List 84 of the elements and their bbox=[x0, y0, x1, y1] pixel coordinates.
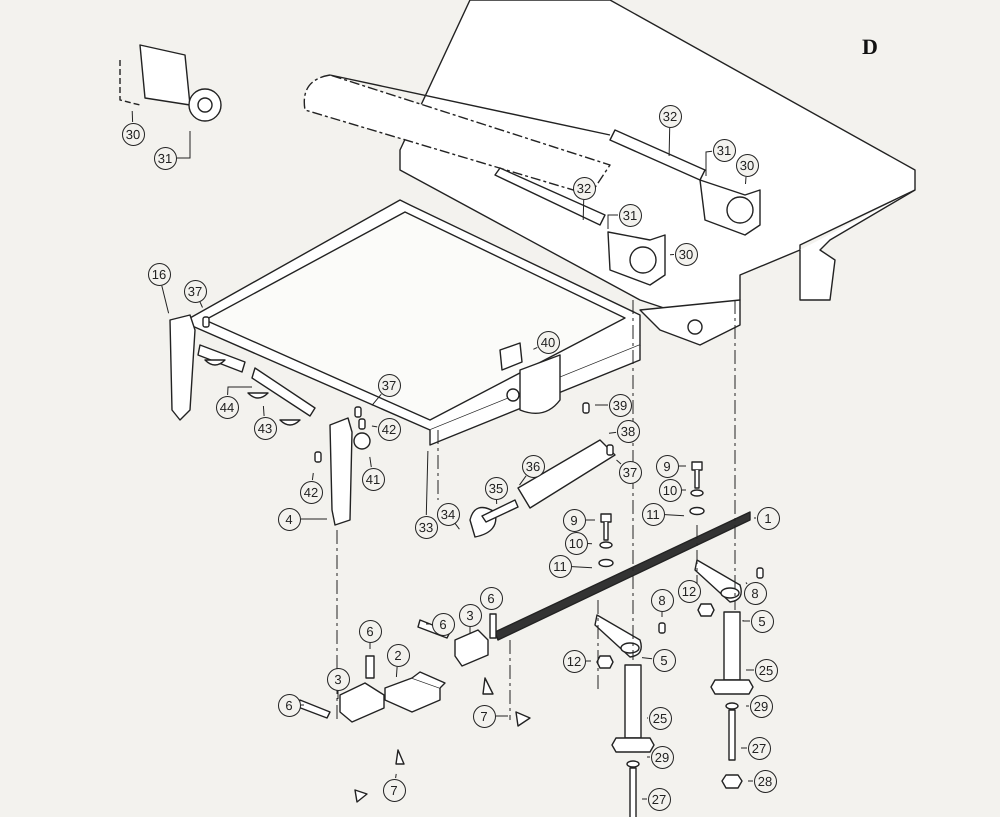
callout-number: 37 bbox=[618, 460, 642, 484]
callout-number: 11 bbox=[548, 554, 572, 578]
callout-number: 12 bbox=[562, 650, 586, 672]
callout-number: 27 bbox=[748, 736, 770, 760]
callout-number: 11 bbox=[642, 502, 664, 526]
leader-line bbox=[608, 432, 617, 434]
callout-number: 6 bbox=[432, 612, 454, 636]
leader-line bbox=[642, 657, 653, 660]
callout-number: 35 bbox=[484, 476, 508, 500]
callout-number: 16 bbox=[148, 262, 170, 286]
callout-number: 37 bbox=[184, 280, 206, 302]
callout-number: 43 bbox=[254, 416, 276, 440]
leader-line bbox=[454, 523, 460, 530]
callout-number: 1 bbox=[756, 506, 780, 530]
leader-line bbox=[646, 756, 650, 758]
callout-number: 36 bbox=[522, 454, 544, 478]
leader-line bbox=[395, 773, 397, 779]
callout-number: 8 bbox=[650, 588, 674, 612]
callout-number: 42 bbox=[378, 418, 400, 440]
leader-line bbox=[161, 285, 170, 314]
leader-line bbox=[519, 475, 527, 486]
callout-number: 31 bbox=[154, 146, 176, 170]
leader-line bbox=[745, 582, 748, 584]
callout-number: 41 bbox=[362, 468, 384, 490]
callout-number: 44 bbox=[216, 396, 238, 418]
callout-number: 12 bbox=[678, 580, 700, 602]
callout-number: 10 bbox=[658, 478, 682, 502]
callout-number: 38 bbox=[616, 420, 640, 442]
callout-number: 5 bbox=[750, 610, 774, 632]
leader-line bbox=[371, 426, 378, 428]
leader-line bbox=[594, 404, 608, 406]
leader-line bbox=[642, 798, 648, 800]
leader-line bbox=[132, 110, 134, 122]
leader-line bbox=[668, 128, 670, 156]
callout-number: 25 bbox=[754, 658, 778, 682]
callout-number: 5 bbox=[652, 648, 676, 672]
leader-line bbox=[371, 394, 382, 406]
callout-number: 27 bbox=[648, 788, 670, 810]
callout-number: 25 bbox=[648, 706, 672, 730]
callout-number: 30 bbox=[122, 122, 144, 146]
leader-line bbox=[670, 254, 674, 256]
callout-number: 10 bbox=[564, 532, 588, 554]
sheet-letter: D bbox=[862, 34, 878, 60]
leader-line bbox=[369, 456, 372, 468]
leader-line bbox=[262, 406, 265, 416]
leader-line bbox=[300, 704, 304, 706]
leader-line bbox=[616, 460, 622, 464]
callout-number: 34 bbox=[436, 502, 460, 526]
leader-line bbox=[426, 450, 428, 516]
callout-number: 4 bbox=[278, 508, 300, 530]
callout-number: 9 bbox=[656, 454, 678, 478]
leader-line bbox=[300, 518, 328, 520]
callout-number: 8 bbox=[744, 582, 766, 604]
leader-line bbox=[745, 176, 746, 184]
callout-number: 6 bbox=[480, 586, 502, 610]
leader-line bbox=[312, 472, 314, 481]
leader-line bbox=[176, 130, 190, 158]
leader-line bbox=[396, 666, 398, 678]
callout-number: 42 bbox=[300, 480, 322, 504]
leader-line bbox=[742, 620, 750, 622]
leader-line bbox=[706, 150, 713, 176]
callout-number: 29 bbox=[750, 694, 772, 718]
leader-line bbox=[532, 346, 538, 350]
callout-number: 3 bbox=[326, 668, 350, 690]
callout-number: 33 bbox=[414, 516, 438, 538]
callout-number: 3 bbox=[458, 604, 482, 626]
leader-line bbox=[572, 566, 592, 568]
leader-line bbox=[748, 780, 754, 782]
callout-number: 2 bbox=[386, 644, 410, 666]
leader-line bbox=[496, 500, 498, 504]
leader-line bbox=[227, 386, 252, 396]
leader-line bbox=[588, 543, 592, 544]
callout-number: 7 bbox=[382, 778, 406, 802]
callout-number: 6 bbox=[358, 620, 382, 642]
callout-number: 6 bbox=[278, 694, 300, 716]
callout-number: 39 bbox=[608, 394, 632, 416]
callout-number: 7 bbox=[472, 704, 496, 728]
leader-line bbox=[608, 214, 618, 230]
callout-number: 9 bbox=[562, 508, 586, 532]
leader-line bbox=[664, 514, 684, 516]
callout-number: 29 bbox=[650, 746, 674, 768]
callout-number: 28 bbox=[754, 770, 776, 792]
leader-line bbox=[586, 660, 592, 662]
leader-line bbox=[582, 200, 584, 220]
